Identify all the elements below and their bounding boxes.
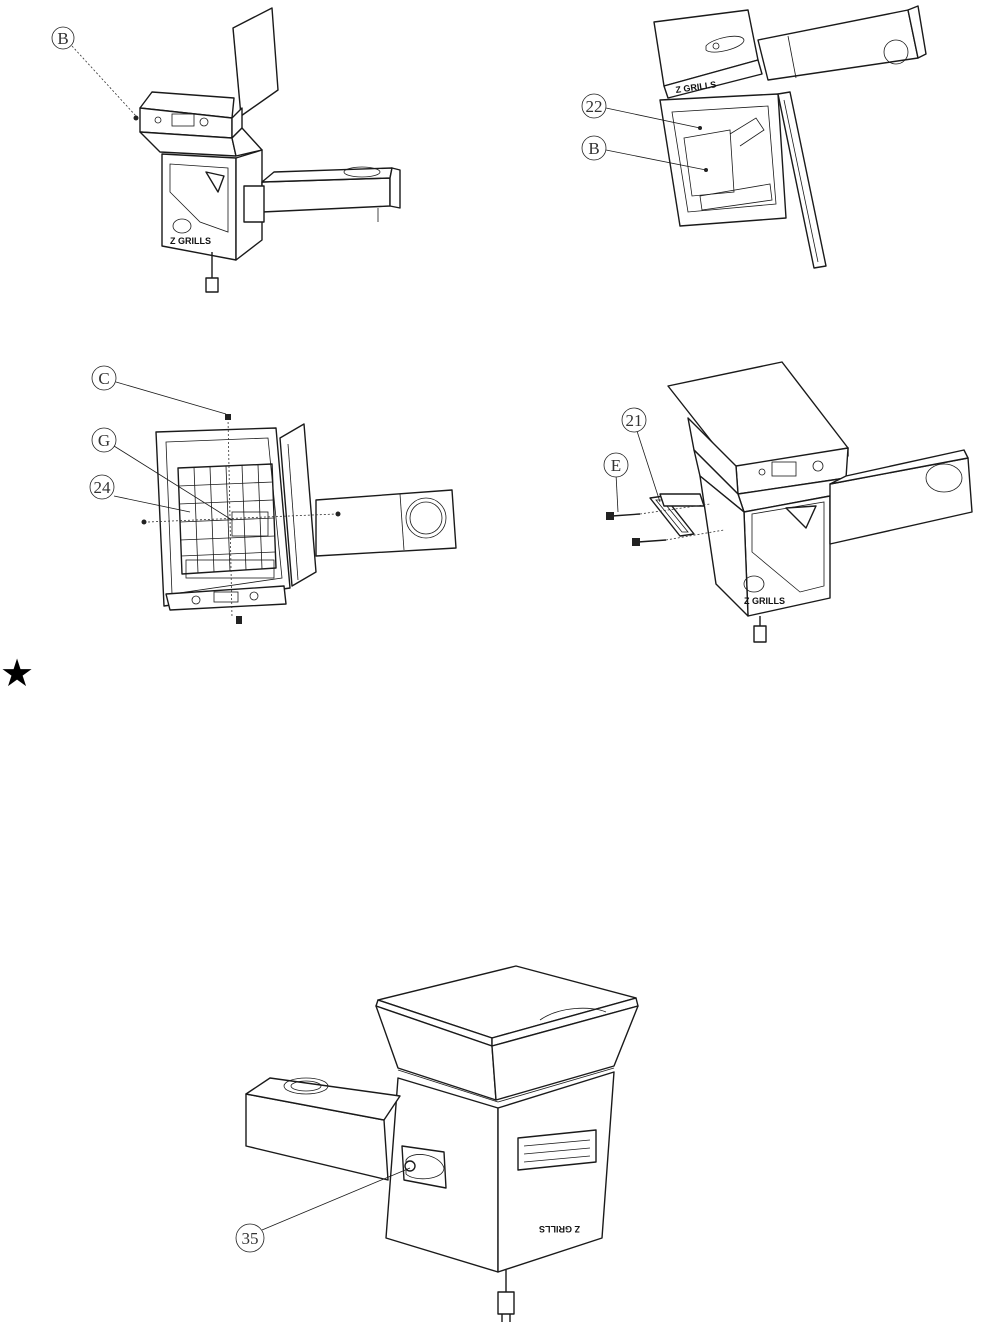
callout-e: E (604, 453, 628, 477)
callout-24: 24 (90, 475, 114, 499)
svg-text:21: 21 (626, 411, 643, 430)
panel-2-inside-hopper: Z GRILLS 22 B (582, 6, 926, 268)
bolt-e-top (606, 512, 640, 520)
panel-4-handle-install: Z GRILLS 21 E (604, 362, 972, 642)
callout-22: 22 (582, 94, 606, 118)
screw-b (134, 116, 139, 121)
power-plug (754, 626, 766, 642)
panel-3-hopper-screen: C G 24 (90, 366, 456, 624)
svg-text:24: 24 (94, 478, 112, 497)
brand-label: Z GRILLS (539, 1224, 580, 1234)
hopper-door (778, 92, 826, 268)
svg-text:35: 35 (242, 1229, 259, 1248)
power-plug (498, 1292, 514, 1314)
svg-text:B: B (57, 29, 68, 48)
hopper-open-box (660, 94, 786, 226)
bolt-e-bottom (632, 538, 666, 546)
brand-label: Z GRILLS (744, 596, 785, 606)
power-plug (206, 278, 218, 292)
callout-g: G (92, 428, 116, 452)
auger-mount-plate (244, 186, 264, 222)
svg-text:B: B (588, 139, 599, 158)
callout-c: C (92, 366, 116, 390)
svg-text:C: C (98, 369, 109, 388)
callout-35: 35 (236, 1224, 264, 1252)
callout-21: 21 (622, 408, 646, 432)
auger-tube (758, 10, 918, 80)
brand-label: Z GRILLS (170, 236, 211, 246)
star-marker: ★ (0, 651, 34, 695)
callout-b: B (52, 27, 74, 49)
svg-text:G: G (98, 431, 110, 450)
svg-text:22: 22 (586, 97, 603, 116)
svg-text:E: E (611, 456, 621, 475)
callout-b: B (582, 136, 606, 160)
auger-tube (262, 178, 390, 212)
panel-5-assembled-hopper: Z GRILLS 35 (236, 966, 638, 1322)
panel-1-hopper-assembly: Z GRILLS B (52, 8, 400, 292)
